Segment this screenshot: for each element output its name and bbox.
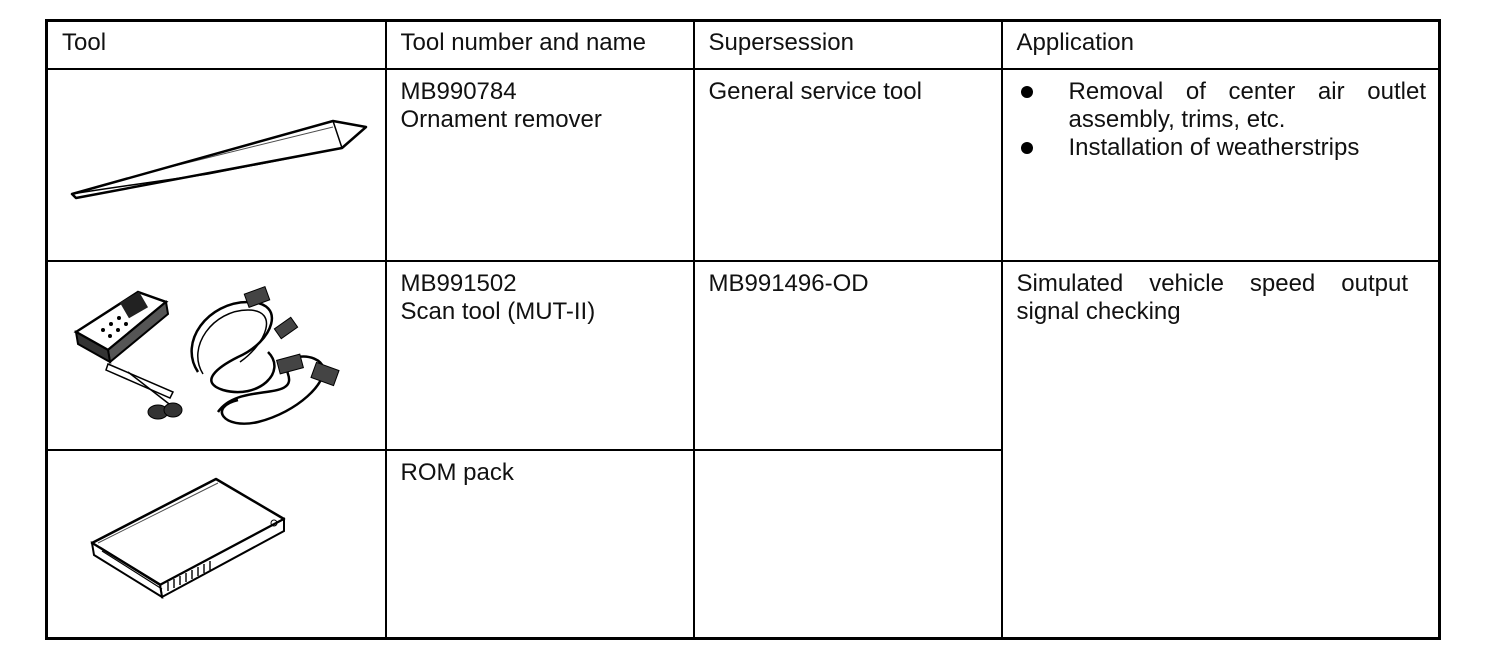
table-row: MB991502 Scan tool (MUT-II) MB991496-OD … [45, 260, 1441, 640]
header-supersession: Supersession [692, 19, 1003, 70]
application-cell: Simulated vehicle speed output signal ch… [1000, 260, 1441, 640]
scan-tool-illustration [73, 286, 340, 426]
special-tools-table: Tool Tool number and name Supersession A… [45, 19, 1441, 640]
tool-number: MB991502 [400, 270, 517, 298]
header-tool-number-name: Tool number and name [384, 19, 695, 70]
tool-number-name-cell: ROM pack [384, 448, 695, 640]
ornament-remover-illustration [70, 119, 368, 199]
tool-image-cell [45, 67, 387, 263]
supersession-cell: General service tool [692, 67, 1003, 263]
tool-image-cell [45, 260, 387, 451]
application-list: Removal of center air outlet assembly, t… [1017, 78, 1427, 162]
bullet-icon [1020, 141, 1033, 154]
supersession-cell [692, 448, 1003, 640]
tool-number: MB990784 [400, 77, 517, 105]
tool-number-name-cell: MB991502 Scan tool (MUT-II) [384, 260, 695, 451]
header-application: Application [1000, 19, 1441, 70]
table-row: MB990784 Ornament remover General servic… [45, 67, 1441, 263]
list-item: Installation of weatherstrips [1017, 134, 1427, 162]
table-row: ROM pack [45, 448, 1440, 640]
tool-name: Ornament remover [400, 105, 602, 133]
tool-image-cell [45, 448, 387, 640]
rom-pack-illustration [90, 477, 286, 599]
bullet-icon [1020, 85, 1033, 98]
header-tool: Tool [45, 19, 387, 70]
tool-number-name-cell: MB990784 Ornament remover [384, 67, 695, 263]
supersession-cell: MB991496-OD [692, 260, 1003, 451]
tool-name: Scan tool (MUT-II) [400, 298, 596, 326]
list-item: Removal of center air outlet assembly, t… [1017, 78, 1426, 134]
application-cell: Removal of center air outlet assembly, t… [1000, 67, 1441, 263]
table-header-row: Tool Tool number and name Supersession A… [45, 19, 1441, 70]
tool-name: ROM pack [400, 458, 514, 486]
application-text: Simulated vehicle speed output signal ch… [1016, 270, 1409, 326]
